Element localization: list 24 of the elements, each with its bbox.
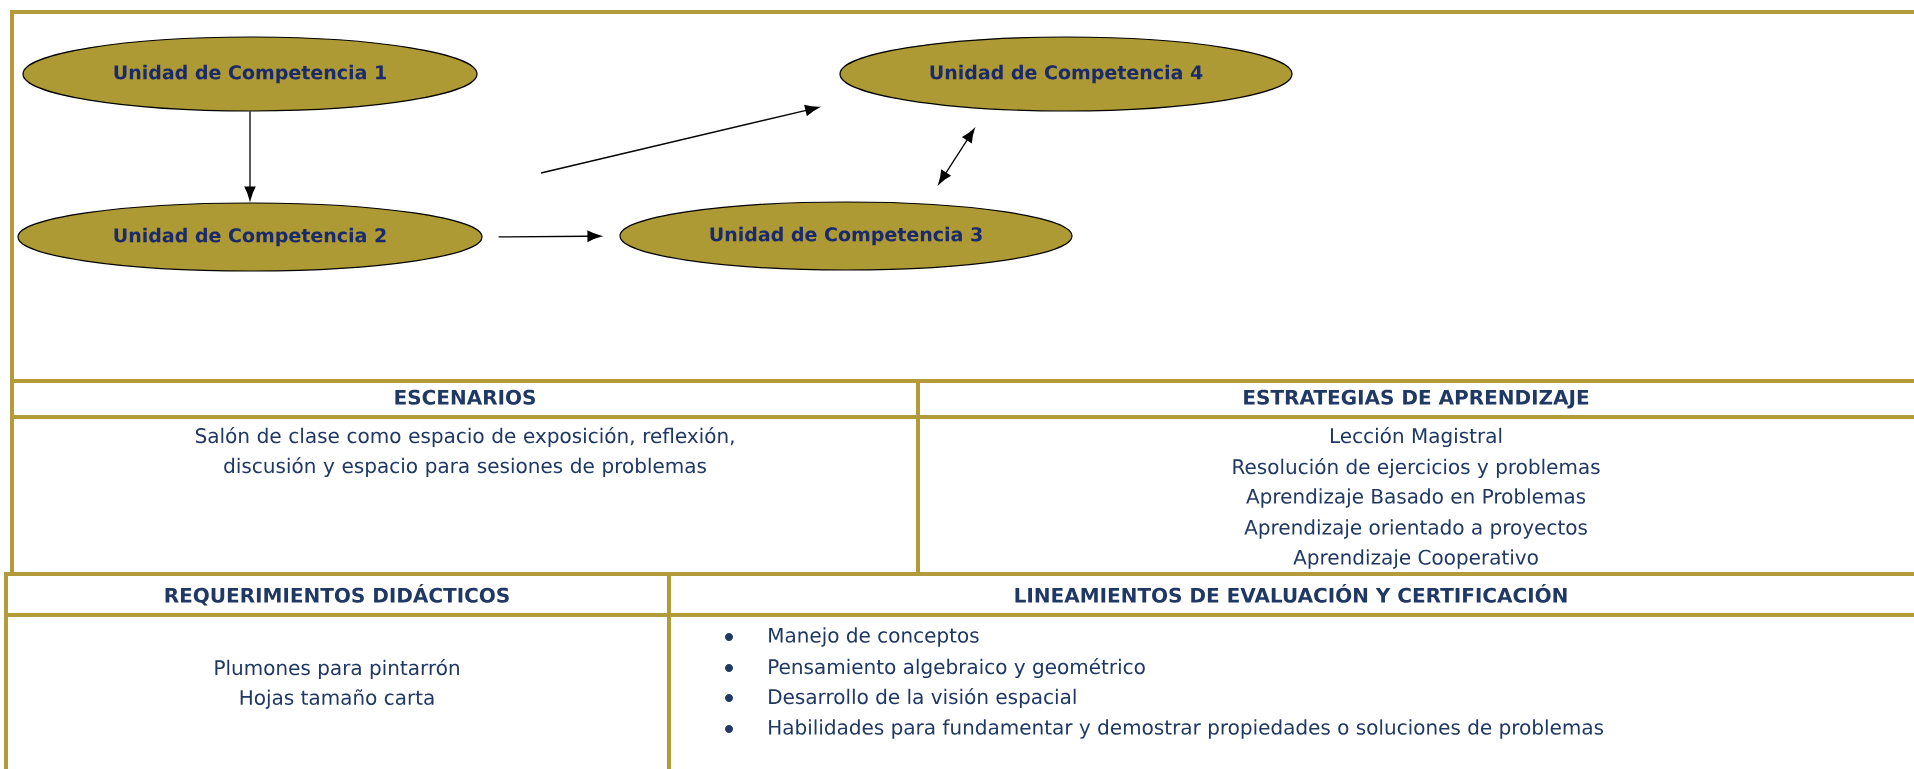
- ellipse-node: Unidad de Competencia 1: [22, 36, 478, 112]
- cell-text: Lección Magistral: [1331, 426, 1502, 448]
- column-heading: ESCENARIOS: [395, 389, 535, 405]
- cell-text: Aprendizaje Cooperativo: [1293, 549, 1538, 569]
- column-heading: LINEAMIENTOS DE EVALUACIÓN Y CERTIFICACIÓN: [1015, 583, 1567, 603]
- cell-text: Hojas tamaño carta: [240, 689, 434, 709]
- list-item: Manejo de conceptos: [725, 627, 979, 647]
- arrow: [540, 104, 820, 174]
- arrow: [244, 110, 256, 201]
- cell-text: Plumones para pintarrón: [215, 658, 459, 680]
- list-item: Pensamiento algebraico y geométrico: [725, 657, 1145, 679]
- list-item: Desarrollo de la visión espacial: [725, 687, 1076, 709]
- cell-text: Aprendizaje Basado en Problemas: [1246, 488, 1586, 508]
- arrow: [938, 128, 975, 185]
- ellipse-node: Unidad de Competencia 4: [839, 36, 1293, 112]
- ellipse-node: Unidad de Competencia 2: [17, 202, 483, 272]
- cell-text: Resolución de ejercicios y problemas: [1233, 457, 1600, 479]
- cell-text: Aprendizaje orientado a proyectos: [1244, 519, 1587, 539]
- ellipse-node: Unidad de Competencia 3: [619, 201, 1073, 271]
- cell-text: Salón de clase como espacio de exposición, reflexión, discusión y espacio para sesiones de problemas: [195, 426, 734, 478]
- list-item: Habilidades para fundamentar y demostrar propiedades o soluciones de problemas: [725, 719, 1604, 739]
- arrow: [497, 230, 602, 242]
- column-heading: REQUERIMIENTOS DIDÁCTICOS: [165, 583, 509, 606]
- column-heading: ESTRATEGIAS DE APRENDIZAJE: [1244, 389, 1589, 409]
